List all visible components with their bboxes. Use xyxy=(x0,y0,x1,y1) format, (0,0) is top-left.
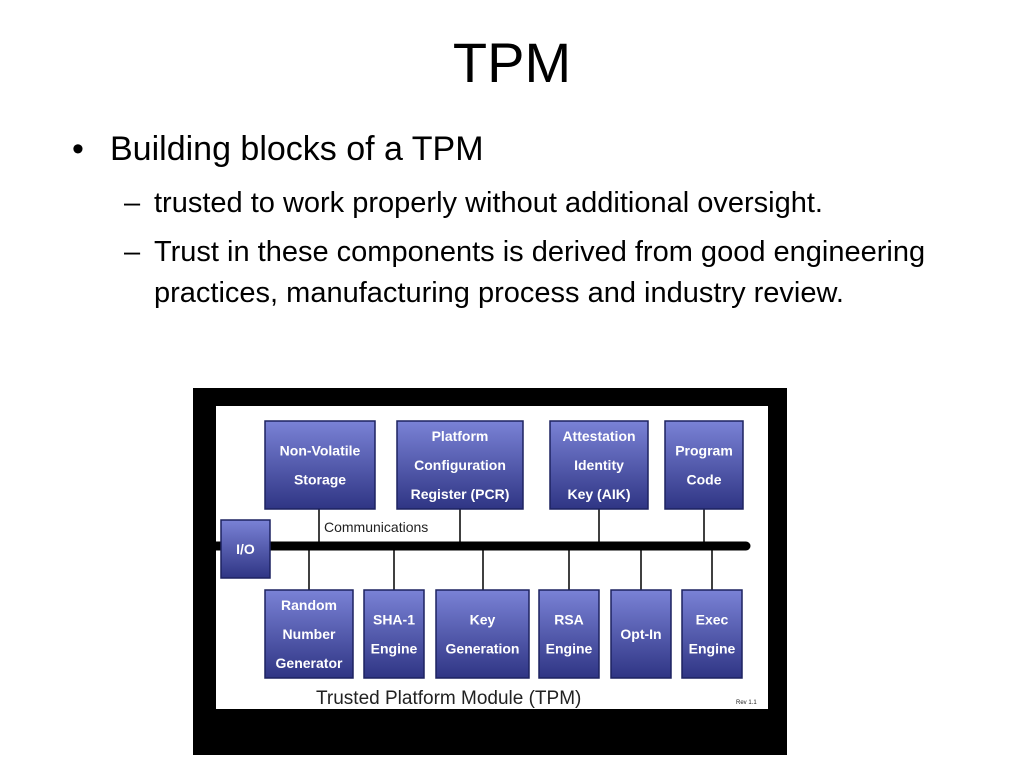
slide-title: TPM xyxy=(452,31,572,94)
dash-icon: – xyxy=(124,236,141,268)
top-block-2-label: Register (PCR) xyxy=(411,486,510,502)
top-block-2-label: Configuration xyxy=(414,457,506,473)
top-block-3-label: Identity xyxy=(574,457,624,473)
bullet-item: • Building blocks of a TPM xyxy=(72,128,972,170)
bottom-block-3-box xyxy=(435,589,530,679)
bottom-block-4-box xyxy=(538,589,600,679)
bottom-block-4: RSA Engine xyxy=(538,589,600,679)
bottom-block-3-label: Key xyxy=(470,612,496,628)
bottom-block-2-label: Engine xyxy=(371,641,418,657)
top-block-1-label: Storage xyxy=(294,472,346,488)
top-block-1-box xyxy=(264,420,376,510)
io-block-box xyxy=(220,519,271,579)
bullet-dot-icon: • xyxy=(72,130,84,168)
bottom-block-2-label: SHA-1 xyxy=(373,612,415,628)
top-block-2-label: Platform xyxy=(432,428,489,444)
bottom-block-1-label: Generator xyxy=(276,655,343,671)
bottom-block-2-box xyxy=(363,589,425,679)
sub-bullet-text: Trust in these components is derived fro… xyxy=(154,236,926,309)
bottom-block-3-label: Generation xyxy=(446,641,520,657)
io-block-label: I/O xyxy=(236,541,255,557)
bottom-block-5-label: Opt-In xyxy=(620,626,661,642)
top-block-4-label: Program xyxy=(675,443,733,459)
bus-label: Communications xyxy=(324,519,428,535)
bottom-block-4-label: Engine xyxy=(546,641,593,657)
sub-bullet-item: – trusted to work properly without addit… xyxy=(124,183,944,224)
top-block-1-label: Non-Volatile xyxy=(280,443,361,459)
bottom-block-1-label: Number xyxy=(283,626,336,642)
top-block-3-box xyxy=(549,420,649,510)
bottom-block-6-box xyxy=(681,589,743,679)
bottom-block-5: Opt-In xyxy=(610,589,672,679)
sub-bullet-item: – Trust in these components is derived f… xyxy=(124,232,944,314)
tpm-diagram-svg: Communications Non-VolatileStoragePlatfo… xyxy=(193,420,757,709)
io-block: I/O xyxy=(220,519,271,579)
bullet-text: Building blocks of a TPM xyxy=(110,130,484,168)
top-block-4-box xyxy=(664,420,744,510)
bottom-block-6-label: Exec xyxy=(696,612,729,628)
top-block-2-box xyxy=(396,420,524,510)
bottom-block-1-label: Random xyxy=(281,597,337,613)
sub-bullet-text: trusted to work properly without additio… xyxy=(154,187,823,219)
bottom-block-4-label: RSA xyxy=(554,612,584,628)
bottom-block-1-box xyxy=(264,589,354,679)
top-block-4-label: Code xyxy=(687,472,722,488)
top-block-3-label: Key (AIK) xyxy=(567,486,630,502)
bullet-list: • Building blocks of a TPM xyxy=(72,128,972,170)
top-block-3-label: Attestation xyxy=(562,428,635,444)
dash-icon: – xyxy=(124,187,141,219)
bottom-block-6-label: Engine xyxy=(689,641,736,657)
bottom-block-5-box xyxy=(610,589,672,679)
revision-label: Rev 1.1 xyxy=(736,700,757,706)
diagram-caption: Trusted Platform Module (TPM) xyxy=(316,688,581,709)
